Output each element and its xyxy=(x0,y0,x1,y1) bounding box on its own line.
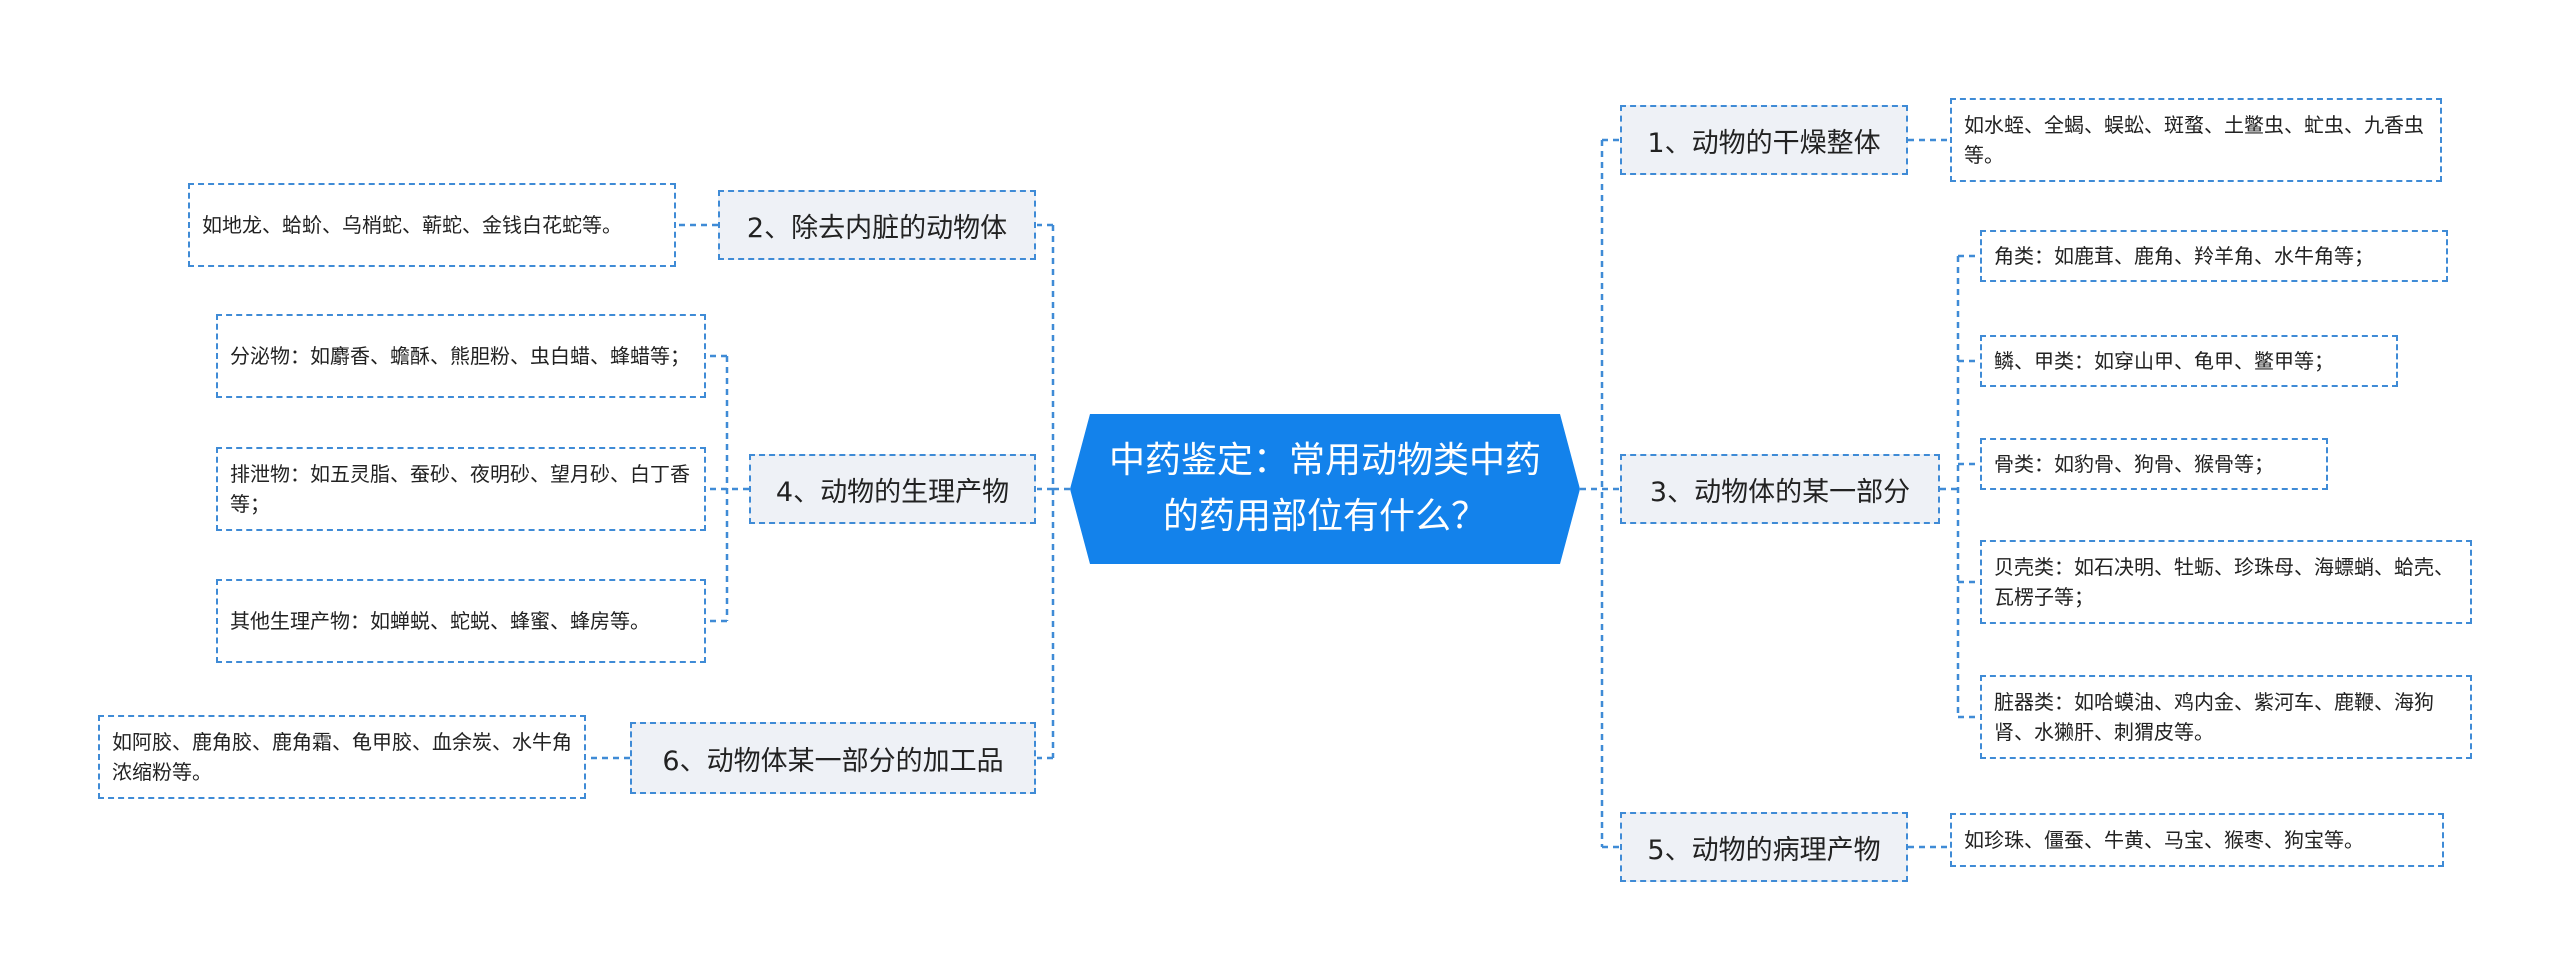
central-topic-shape xyxy=(1070,414,1580,564)
topic-processed-product[interactable]: 6、动物体某一部分的加工品 xyxy=(630,722,1036,794)
central-topic[interactable]: 中药鉴定：常用动物类中药的药用部位有什么？ xyxy=(1070,414,1580,564)
topic-label: 5、动物的病理产物 xyxy=(1647,834,1881,866)
topic-label: 6、动物体某一部分的加工品 xyxy=(662,745,1004,777)
leaf-processed-examples[interactable]: 如阿胶、鹿角胶、鹿角霜、龟甲胶、血余炭、水牛角浓缩粉等。 xyxy=(98,715,586,799)
central-topic-title: 中药鉴定：常用动物类中药的药用部位有什么？ xyxy=(1108,440,1541,537)
leaf-horn-types[interactable]: 角类：如鹿茸、鹿角、羚羊角、水牛角等； xyxy=(1980,230,2448,282)
leaf-organ-types[interactable]: 脏器类：如哈蟆油、鸡内金、紫河车、鹿鞭、海狗肾、水獭肝、刺猬皮等。 xyxy=(1980,675,2472,759)
leaf-other-physiological-products[interactable]: 其他生理产物：如蝉蜕、蛇蜕、蜂蜜、蜂房等。 xyxy=(216,579,706,663)
leaf-pathological-examples[interactable]: 如珍珠、僵蚕、牛黄、马宝、猴枣、狗宝等。 xyxy=(1950,813,2444,867)
leaf-eviscerated-examples[interactable]: 如地龙、蛤蚧、乌梢蛇、蕲蛇、金钱白花蛇等。 xyxy=(188,183,676,267)
topic-dried-whole-body[interactable]: 1、动物的干燥整体 xyxy=(1620,105,1908,175)
topic-label: 2、除去内脏的动物体 xyxy=(746,212,1008,244)
topic-body-part[interactable]: 3、动物体的某一部分 xyxy=(1620,454,1940,524)
leaf-bone-types[interactable]: 骨类：如豹骨、狗骨、猴骨等； xyxy=(1980,438,2328,490)
topic-physiological-product[interactable]: 4、动物的生理产物 xyxy=(749,454,1036,524)
topic-label: 4、动物的生理产物 xyxy=(775,476,1010,508)
topic-pathological-product[interactable]: 5、动物的病理产物 xyxy=(1620,812,1908,882)
leaf-scale-shell-types[interactable]: 鳞、甲类：如穿山甲、龟甲、鳖甲等； xyxy=(1980,335,2398,387)
topic-label: 1、动物的干燥整体 xyxy=(1647,127,1881,159)
leaf-dried-whole-body-examples[interactable]: 如水蛭、全蝎、蜈蚣、斑蝥、土鳖虫、虻虫、九香虫等。 xyxy=(1950,98,2442,182)
topic-label: 3、动物体的某一部分 xyxy=(1649,476,1911,508)
topic-eviscerated-body[interactable]: 2、除去内脏的动物体 xyxy=(718,190,1036,260)
leaf-shellfish-types[interactable]: 贝壳类：如石决明、牡蛎、珍珠母、海螵蛸、蛤壳、瓦楞子等； xyxy=(1980,540,2472,624)
leaf-secretions[interactable]: 分泌物：如麝香、蟾酥、熊胆粉、虫白蜡、蜂蜡等； xyxy=(216,314,706,398)
leaf-excretions[interactable]: 排泄物：如五灵脂、蚕砂、夜明砂、望月砂、白丁香等； xyxy=(216,447,706,531)
